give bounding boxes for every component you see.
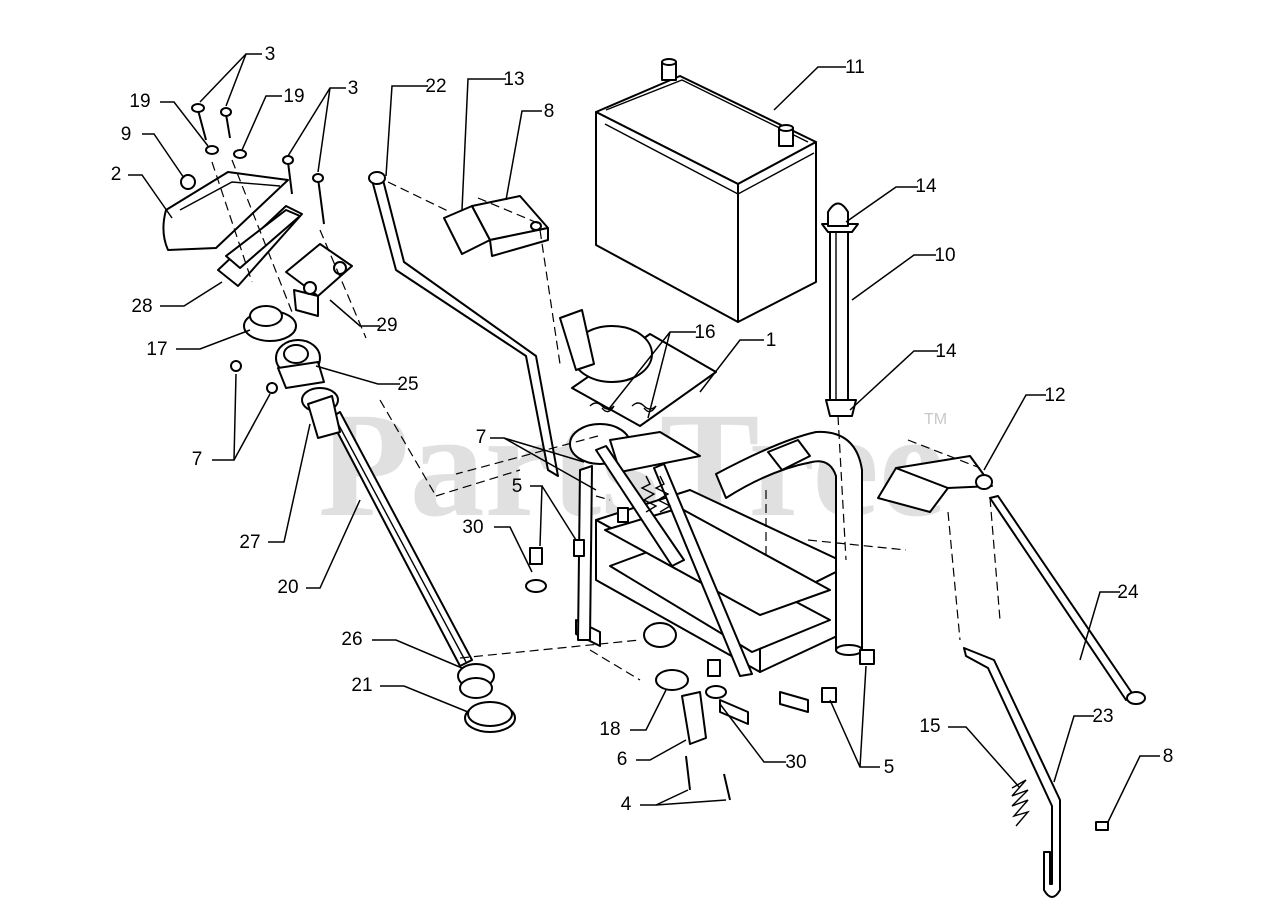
callout-21: 21 xyxy=(351,675,372,696)
callout-3: 3 xyxy=(265,44,276,65)
rod-23 xyxy=(963,647,1109,898)
frame-chassis xyxy=(559,309,863,725)
callout-28: 28 xyxy=(131,296,152,317)
callout-3: 3 xyxy=(348,78,359,99)
battery xyxy=(595,58,817,323)
callout-5: 5 xyxy=(884,757,895,778)
callout-12: 12 xyxy=(1044,385,1065,406)
callout-30: 30 xyxy=(462,517,483,538)
hold-down-rod xyxy=(821,202,859,417)
callout-25: 25 xyxy=(397,374,418,395)
callout-19: 19 xyxy=(283,86,304,107)
callout-18: 18 xyxy=(599,719,620,740)
steering-column xyxy=(230,305,516,733)
watermark-trademark: TM xyxy=(924,411,947,428)
callout-19: 19 xyxy=(129,91,150,112)
fasteners-top xyxy=(191,103,325,225)
callout-22: 22 xyxy=(425,76,446,97)
callout-6: 6 xyxy=(617,749,628,770)
hardware-lower xyxy=(525,507,875,801)
assembly-lines xyxy=(211,159,1001,681)
callout-8: 8 xyxy=(1163,746,1174,767)
callout-15: 15 xyxy=(919,716,940,737)
console-parts xyxy=(162,171,353,317)
pedal-pivot xyxy=(877,439,993,513)
callout-30: 30 xyxy=(785,752,806,773)
callout-13: 13 xyxy=(503,69,524,90)
callout-labels: 3 19 19 3 9 2 28 29 17 25 7 27 20 26 21 22 13 8 11 14 10 16 1 1… xyxy=(111,44,1174,815)
callout-9: 9 xyxy=(121,124,132,145)
callout-24: 24 xyxy=(1117,582,1139,603)
callout-26: 26 xyxy=(341,629,362,650)
callout-1: 1 xyxy=(766,330,777,351)
callout-16: 16 xyxy=(694,322,715,343)
callout-11: 11 xyxy=(845,57,865,78)
callout-7: 7 xyxy=(476,427,487,448)
rod-24 xyxy=(989,495,1146,705)
callout-5: 5 xyxy=(512,476,523,497)
callout-14: 14 xyxy=(915,176,937,197)
callout-20: 20 xyxy=(277,577,298,598)
leader-lines xyxy=(128,53,1160,823)
callout-4: 4 xyxy=(621,794,632,815)
callout-7: 7 xyxy=(192,449,203,470)
callout-23: 23 xyxy=(1092,706,1113,727)
callout-27: 27 xyxy=(239,532,260,553)
callout-17: 17 xyxy=(146,339,167,360)
callout-8: 8 xyxy=(544,101,555,122)
callout-10: 10 xyxy=(934,245,955,266)
callout-2: 2 xyxy=(111,164,122,185)
callout-29: 29 xyxy=(376,315,397,336)
rod-22 xyxy=(368,171,559,477)
callout-14: 14 xyxy=(935,341,957,362)
